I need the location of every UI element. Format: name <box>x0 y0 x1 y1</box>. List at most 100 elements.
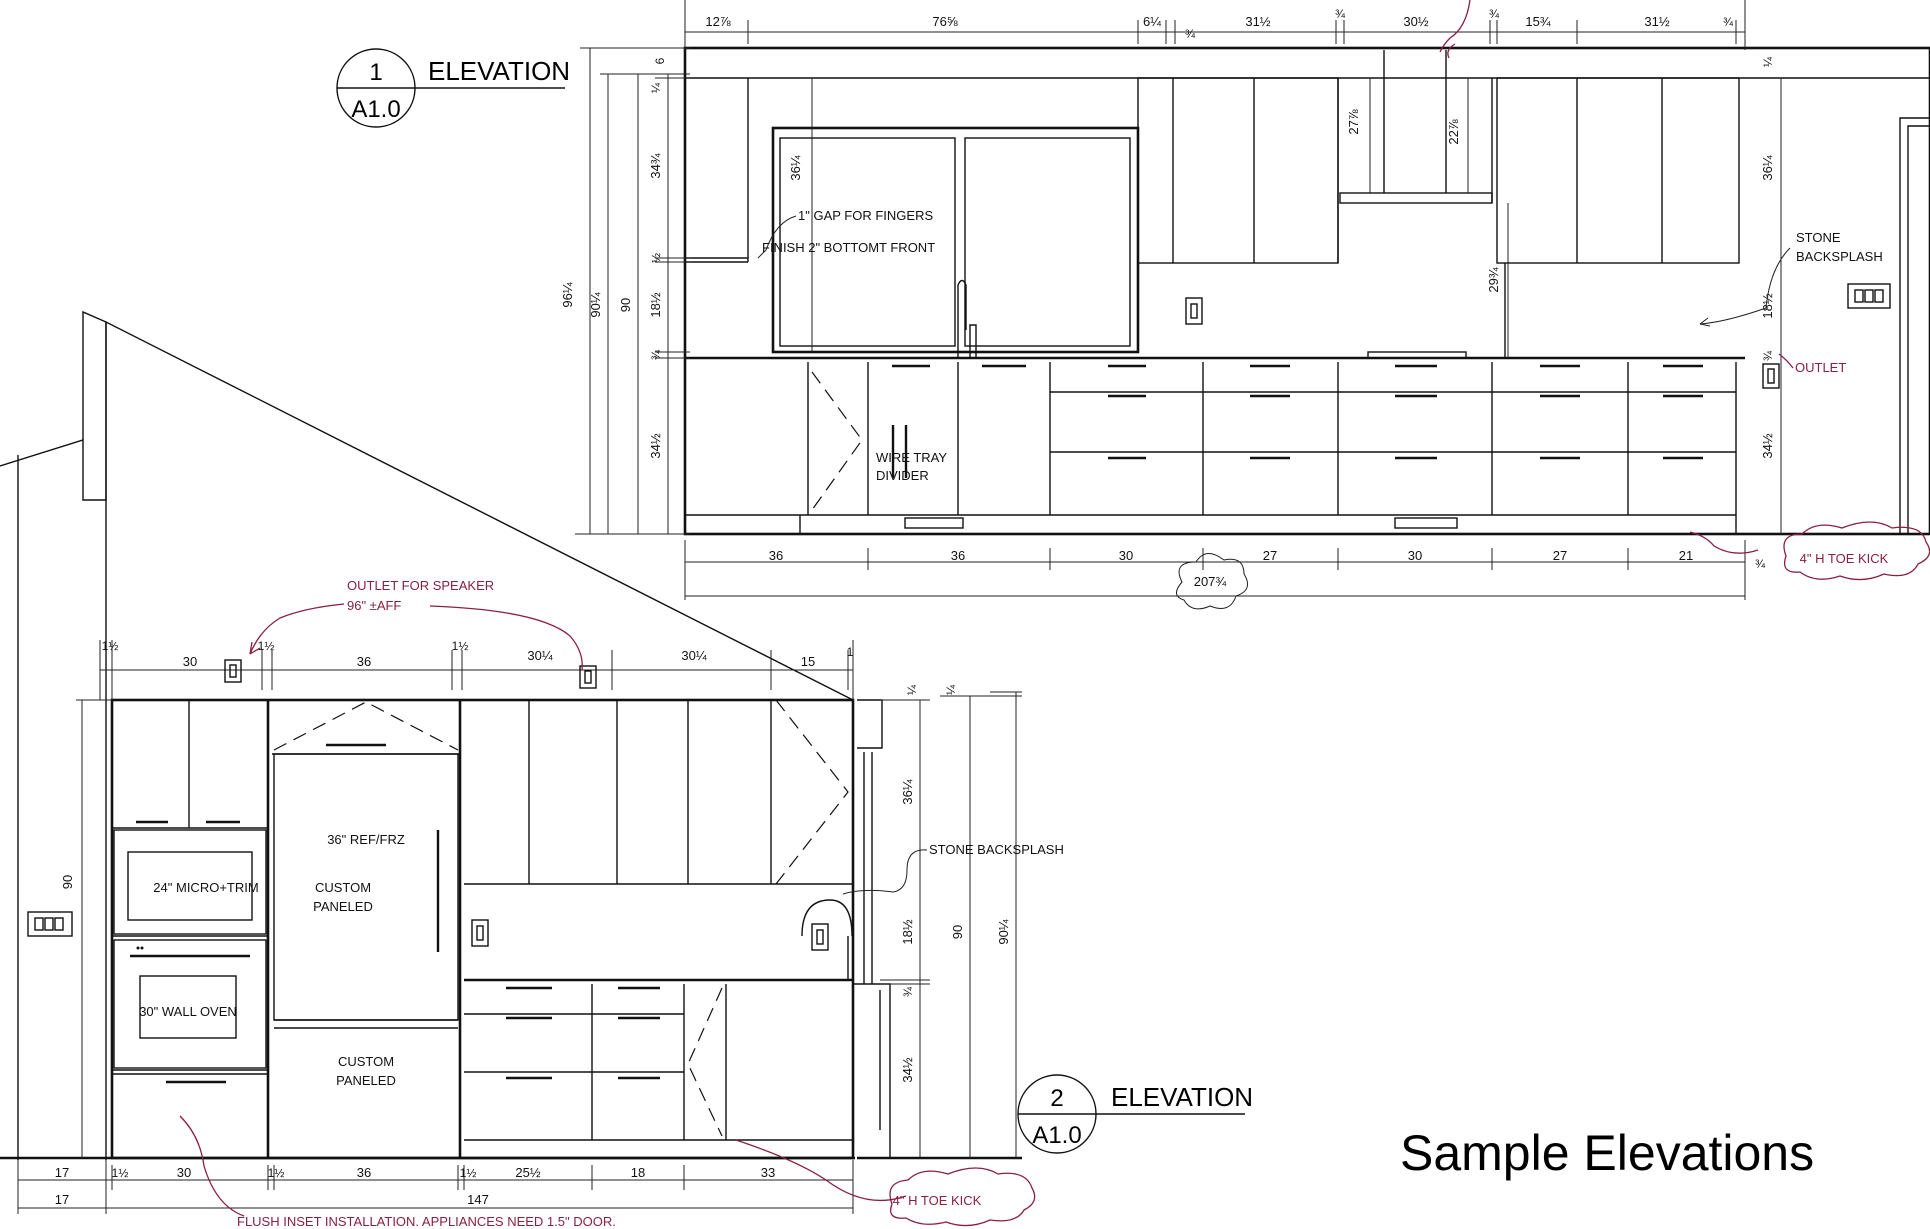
dim-label: ¾ <box>1185 27 1196 41</box>
elevation-2-title: ELEVATION <box>1111 1082 1253 1112</box>
label-oven: 30" WALL OVEN <box>139 1004 237 1019</box>
dim-label: 1½ <box>452 639 469 653</box>
dim-label: 17 <box>55 1192 69 1207</box>
elevation-2-callout: 2 A1.0 ELEVATION <box>1017 1074 1253 1154</box>
dim-label: ¾ <box>1723 15 1734 29</box>
elevation-2-bottom-dims: 17 1½ 30 1½ 36 1½ 25½ 18 33 17 147 <box>17 1160 854 1214</box>
label-paneled-1: PANELED <box>313 899 373 914</box>
dim-label: 1½ <box>258 639 275 653</box>
dim-label: 1½ <box>112 1166 129 1180</box>
speaker-outlet-icon <box>579 665 597 689</box>
note-toe-kick-2: 4" H TOE KICK <box>893 1193 982 1208</box>
label-custom-1: CUSTOM <box>315 880 371 895</box>
dim-label: 33 <box>761 1165 775 1180</box>
upper-cabinets-right <box>1496 77 1740 358</box>
dim-label: 18½ <box>900 919 915 944</box>
note-stone-backsplash: STONE BACKSPLASH <box>929 842 1064 857</box>
dim-label: 36 <box>357 1165 371 1180</box>
dim-label: ¾ <box>1489 7 1500 21</box>
dim-label: 1½ <box>102 639 119 653</box>
dim-label: 1 <box>847 645 854 659</box>
dim-label: ¼ <box>1761 56 1775 67</box>
dim-label: 25½ <box>515 1165 540 1180</box>
note-gap: 1" GAP FOR FINGERS <box>798 208 933 223</box>
dim-label: ¾ <box>901 986 915 997</box>
dim-label: 36¼ <box>900 779 915 804</box>
note-toe-kick: 4" H TOE KICK <box>1800 551 1889 566</box>
note-outlet: OUTLET <box>1795 360 1846 375</box>
note-stone: STONE <box>1796 230 1841 245</box>
dim-label: 27 <box>1553 548 1567 563</box>
dim-label: 34½ <box>900 1057 915 1082</box>
total-dim-label: 207¾ <box>1194 574 1227 589</box>
note-divider: DIVIDER <box>876 468 929 483</box>
upper-cabinets-left <box>684 78 749 265</box>
elevation-2-right-dims: ¼ ¼ 36¼ 18½ ¾ 34½ 90 90¼ <box>880 684 1022 1158</box>
dim-label: 1½ <box>268 1166 285 1180</box>
dim-label: 76⅝ <box>932 14 957 29</box>
range-hood <box>1339 50 1493 204</box>
dim-label: ½ <box>649 253 663 263</box>
note-outlet-speaker: OUTLET FOR SPEAKER <box>347 578 494 593</box>
elevation-2-sheet: A1.0 <box>1032 1122 1081 1149</box>
elevation-1-notes: 1" GAP FOR FINGERS FINISH 2" BOTTOMT FRO… <box>757 0 1930 581</box>
dim-label: 36 <box>951 548 965 563</box>
dim-label: 36 <box>357 654 371 669</box>
dim-label: ¼ <box>649 82 663 93</box>
switch-plate-icon <box>27 911 73 937</box>
label-paneled-2: PANELED <box>336 1073 396 1088</box>
dim-label: 27 <box>1263 548 1277 563</box>
dim-label: ¾ <box>1755 557 1766 571</box>
base-cabinets <box>684 351 1737 534</box>
elevation-1-left-dims: 96¼ 90¼ 90 ¼ 34¾ ½ 18½ ¾ 34½ 6 <box>560 47 690 535</box>
dim-label: 30¼ <box>527 648 552 663</box>
dim-label: 31½ <box>1245 14 1270 29</box>
label-custom-2: CUSTOM <box>338 1054 394 1069</box>
dim-label: 30 <box>1408 548 1422 563</box>
dim-label: 36¼ <box>1760 155 1775 180</box>
dim-label: 29¾ <box>1486 267 1501 292</box>
dim-label: 90 <box>950 925 965 939</box>
dim-label: 34¾ <box>648 153 663 178</box>
dim-label: 90 <box>618 298 633 312</box>
note-backsplash: BACKSPLASH <box>1796 249 1883 264</box>
dim-label: 34½ <box>648 433 663 458</box>
dim-label: 30 <box>177 1165 191 1180</box>
outlet-icon <box>1185 297 1203 325</box>
elevation-2-notes: OUTLET FOR SPEAKER 96" ±AFF STONE BACKSP… <box>179 578 1064 1229</box>
elevation-1-sheet: A1.0 <box>351 96 400 123</box>
elevation-1-title: ELEVATION <box>428 56 570 86</box>
speaker-outlet-icon <box>224 659 242 683</box>
elevation-1-bottom-dims: 36 36 30 27 30 27 21 207¾ <box>684 540 1746 610</box>
dim-label: 90¼ <box>588 292 603 317</box>
elevation-2-top-dims: 1½ 30 1½ 36 1½ 30¼ 30¼ 15 1 <box>99 639 854 700</box>
elevation-1-callout: 1 A1.0 ELEVATION <box>336 48 570 128</box>
note-aff: 96" ±AFF <box>347 598 401 613</box>
elevation-1-frame <box>683 46 1930 536</box>
dim-label: 30½ <box>1403 14 1428 29</box>
elevation-1-inner-dims: 36¼ 27⅞ 22⅞ 29¾ <box>788 78 1509 358</box>
elevation-2-left-dim: 90 <box>60 699 112 1158</box>
elevation-2-number: 2 <box>1050 1085 1063 1112</box>
elevation-2: 24" MICRO+TRIM 30" WALL OVEN 36" REF/FRZ… <box>0 310 1253 1229</box>
dim-label: ¼ <box>944 684 958 695</box>
dim-label: 34½ <box>1760 433 1775 458</box>
wall-oven <box>113 939 267 1069</box>
outlet-icon <box>1762 363 1780 389</box>
note-finish: FINISH 2" BOTTOMT FRONT <box>762 240 935 255</box>
tall-cabinets: 24" MICRO+TRIM 30" WALL OVEN 36" REF/FRZ… <box>110 698 855 1160</box>
note-flush: FLUSH INSET INSTALLATION. APPLIANCES NEE… <box>237 1214 616 1229</box>
dim-label: 90¼ <box>996 919 1011 944</box>
dim-label: 12⅞ <box>705 14 730 29</box>
switch-plate-icon <box>1847 283 1891 309</box>
label-micro: 24" MICRO+TRIM <box>153 880 258 895</box>
dim-label: ¾ <box>649 349 663 360</box>
dim-label: ¾ <box>1761 350 1775 361</box>
faucet-icon <box>801 899 853 937</box>
dim-label: 15¾ <box>1525 14 1550 29</box>
label-ref: 36" REF/FRZ <box>327 832 405 847</box>
dim-label: 30 <box>183 654 197 669</box>
dim-label: 6 <box>653 57 667 64</box>
dim-label: 22⅞ <box>1446 119 1461 144</box>
elevation-1-top-dims: 12⅞ 76⅝ 6¼ ¾ 31½ ¾ 30½ ¾ 15¾ 31½ ¾ <box>684 0 1746 50</box>
